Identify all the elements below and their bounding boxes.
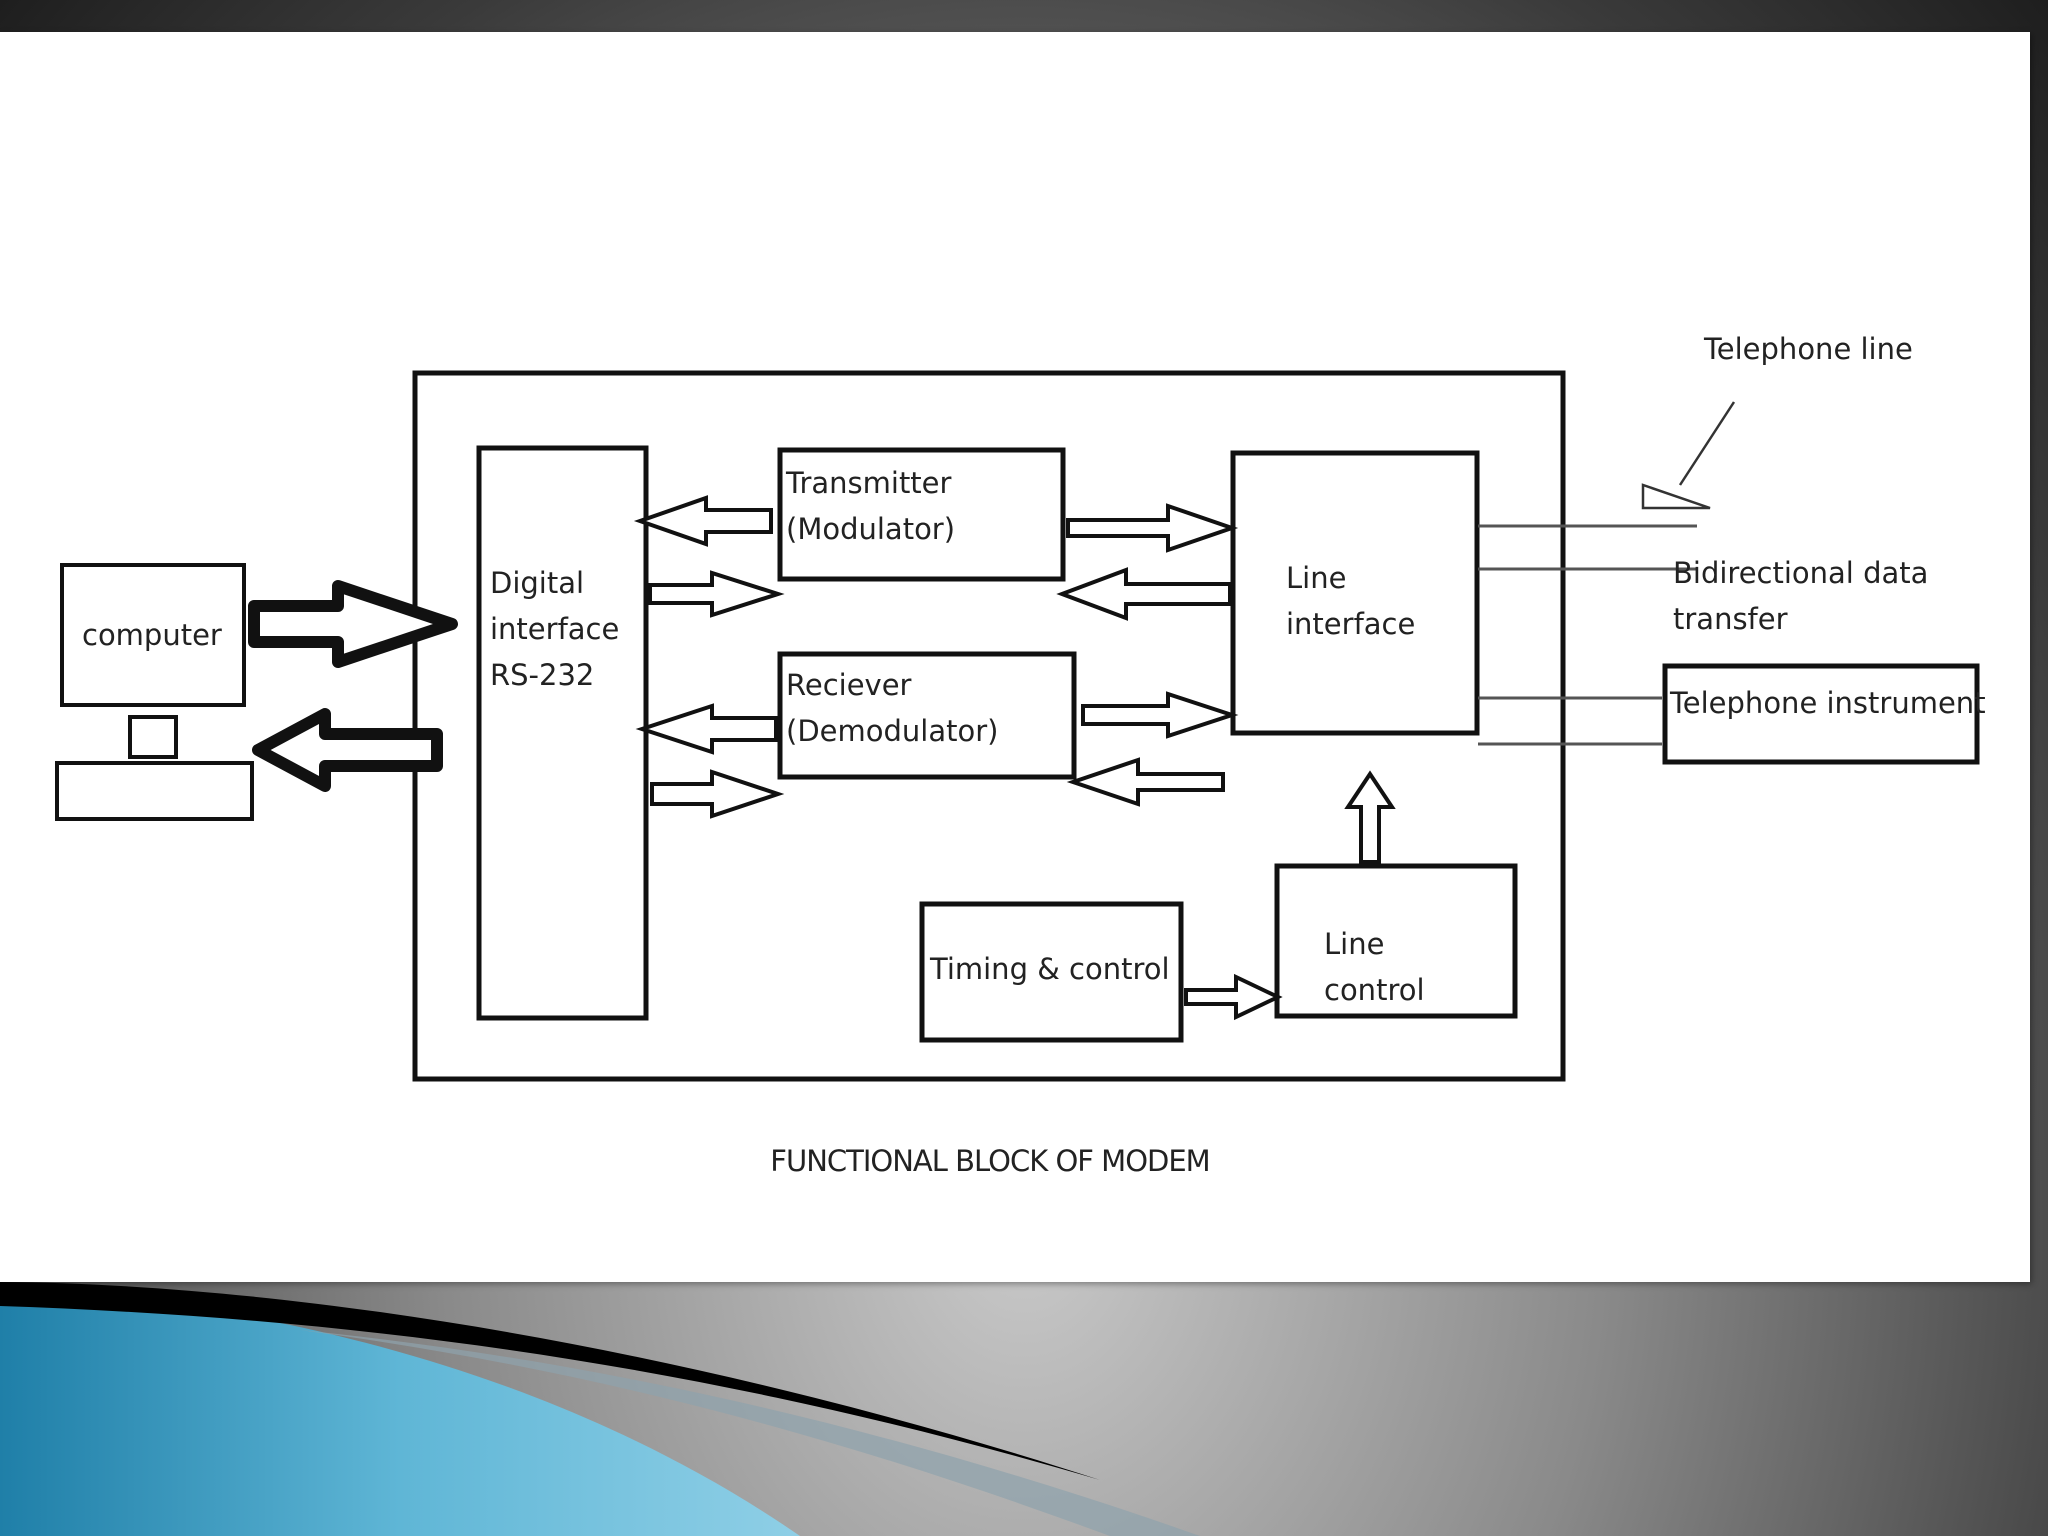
telephone-instrument-block	[1662, 663, 1980, 765]
computer-icon	[55, 563, 254, 821]
telephone-wires	[1478, 524, 1697, 746]
telephone-instrument-label: Telephone instrument	[1670, 686, 1986, 720]
digital-interface-block	[476, 445, 649, 1021]
rx-to-line-arrow	[1081, 691, 1239, 739]
receiver-block	[777, 651, 1077, 780]
line-interface-label: Line interface	[1286, 561, 1416, 641]
interface-to-rx-arrow	[650, 769, 785, 819]
tx-to-line-arrow	[1066, 503, 1239, 553]
telephone-line-label: Telephone line	[1704, 332, 1913, 366]
modem-enclosure	[412, 370, 1566, 1082]
rx-to-interface-arrow	[635, 703, 778, 755]
timing-control-label: Timing & control	[930, 952, 1170, 986]
block-diagram	[55, 370, 1980, 1082]
transmitter-label: Transmitter (Modulator)	[786, 466, 956, 546]
transmitter-block	[777, 447, 1066, 582]
digital-interface-label: Digital interface RS-232	[490, 566, 620, 692]
timing-control-block	[919, 901, 1184, 1043]
line-interface-block	[1230, 450, 1480, 736]
bidirectional-label: Bidirectional data transfer	[1673, 556, 1929, 636]
telephone-line-pointer	[1641, 401, 1736, 510]
line-control-label: Line control	[1324, 927, 1425, 1007]
computer-label: computer	[82, 618, 222, 652]
diagram-panel: computer Digital interface RS-232 Transm…	[0, 32, 2030, 1282]
line-control-block	[1274, 863, 1518, 1019]
interface-to-tx-arrow	[648, 570, 785, 618]
tx-to-interface-arrow	[633, 495, 773, 547]
decorative-wave	[0, 1282, 1200, 1536]
control-to-line-arrow	[1344, 770, 1396, 864]
receiver-label: Reciever (Demodulator)	[786, 668, 999, 748]
timing-to-control-arrow	[1184, 973, 1283, 1021]
line-to-rx-arrow	[1066, 757, 1225, 807]
computer-to-interface-arrow	[248, 580, 458, 668]
interface-to-computer-arrow	[252, 708, 443, 792]
line-to-tx-arrow	[1056, 567, 1232, 621]
diagram-caption: FUNCTIONAL BLOCK OF MODEM	[770, 1144, 1210, 1178]
